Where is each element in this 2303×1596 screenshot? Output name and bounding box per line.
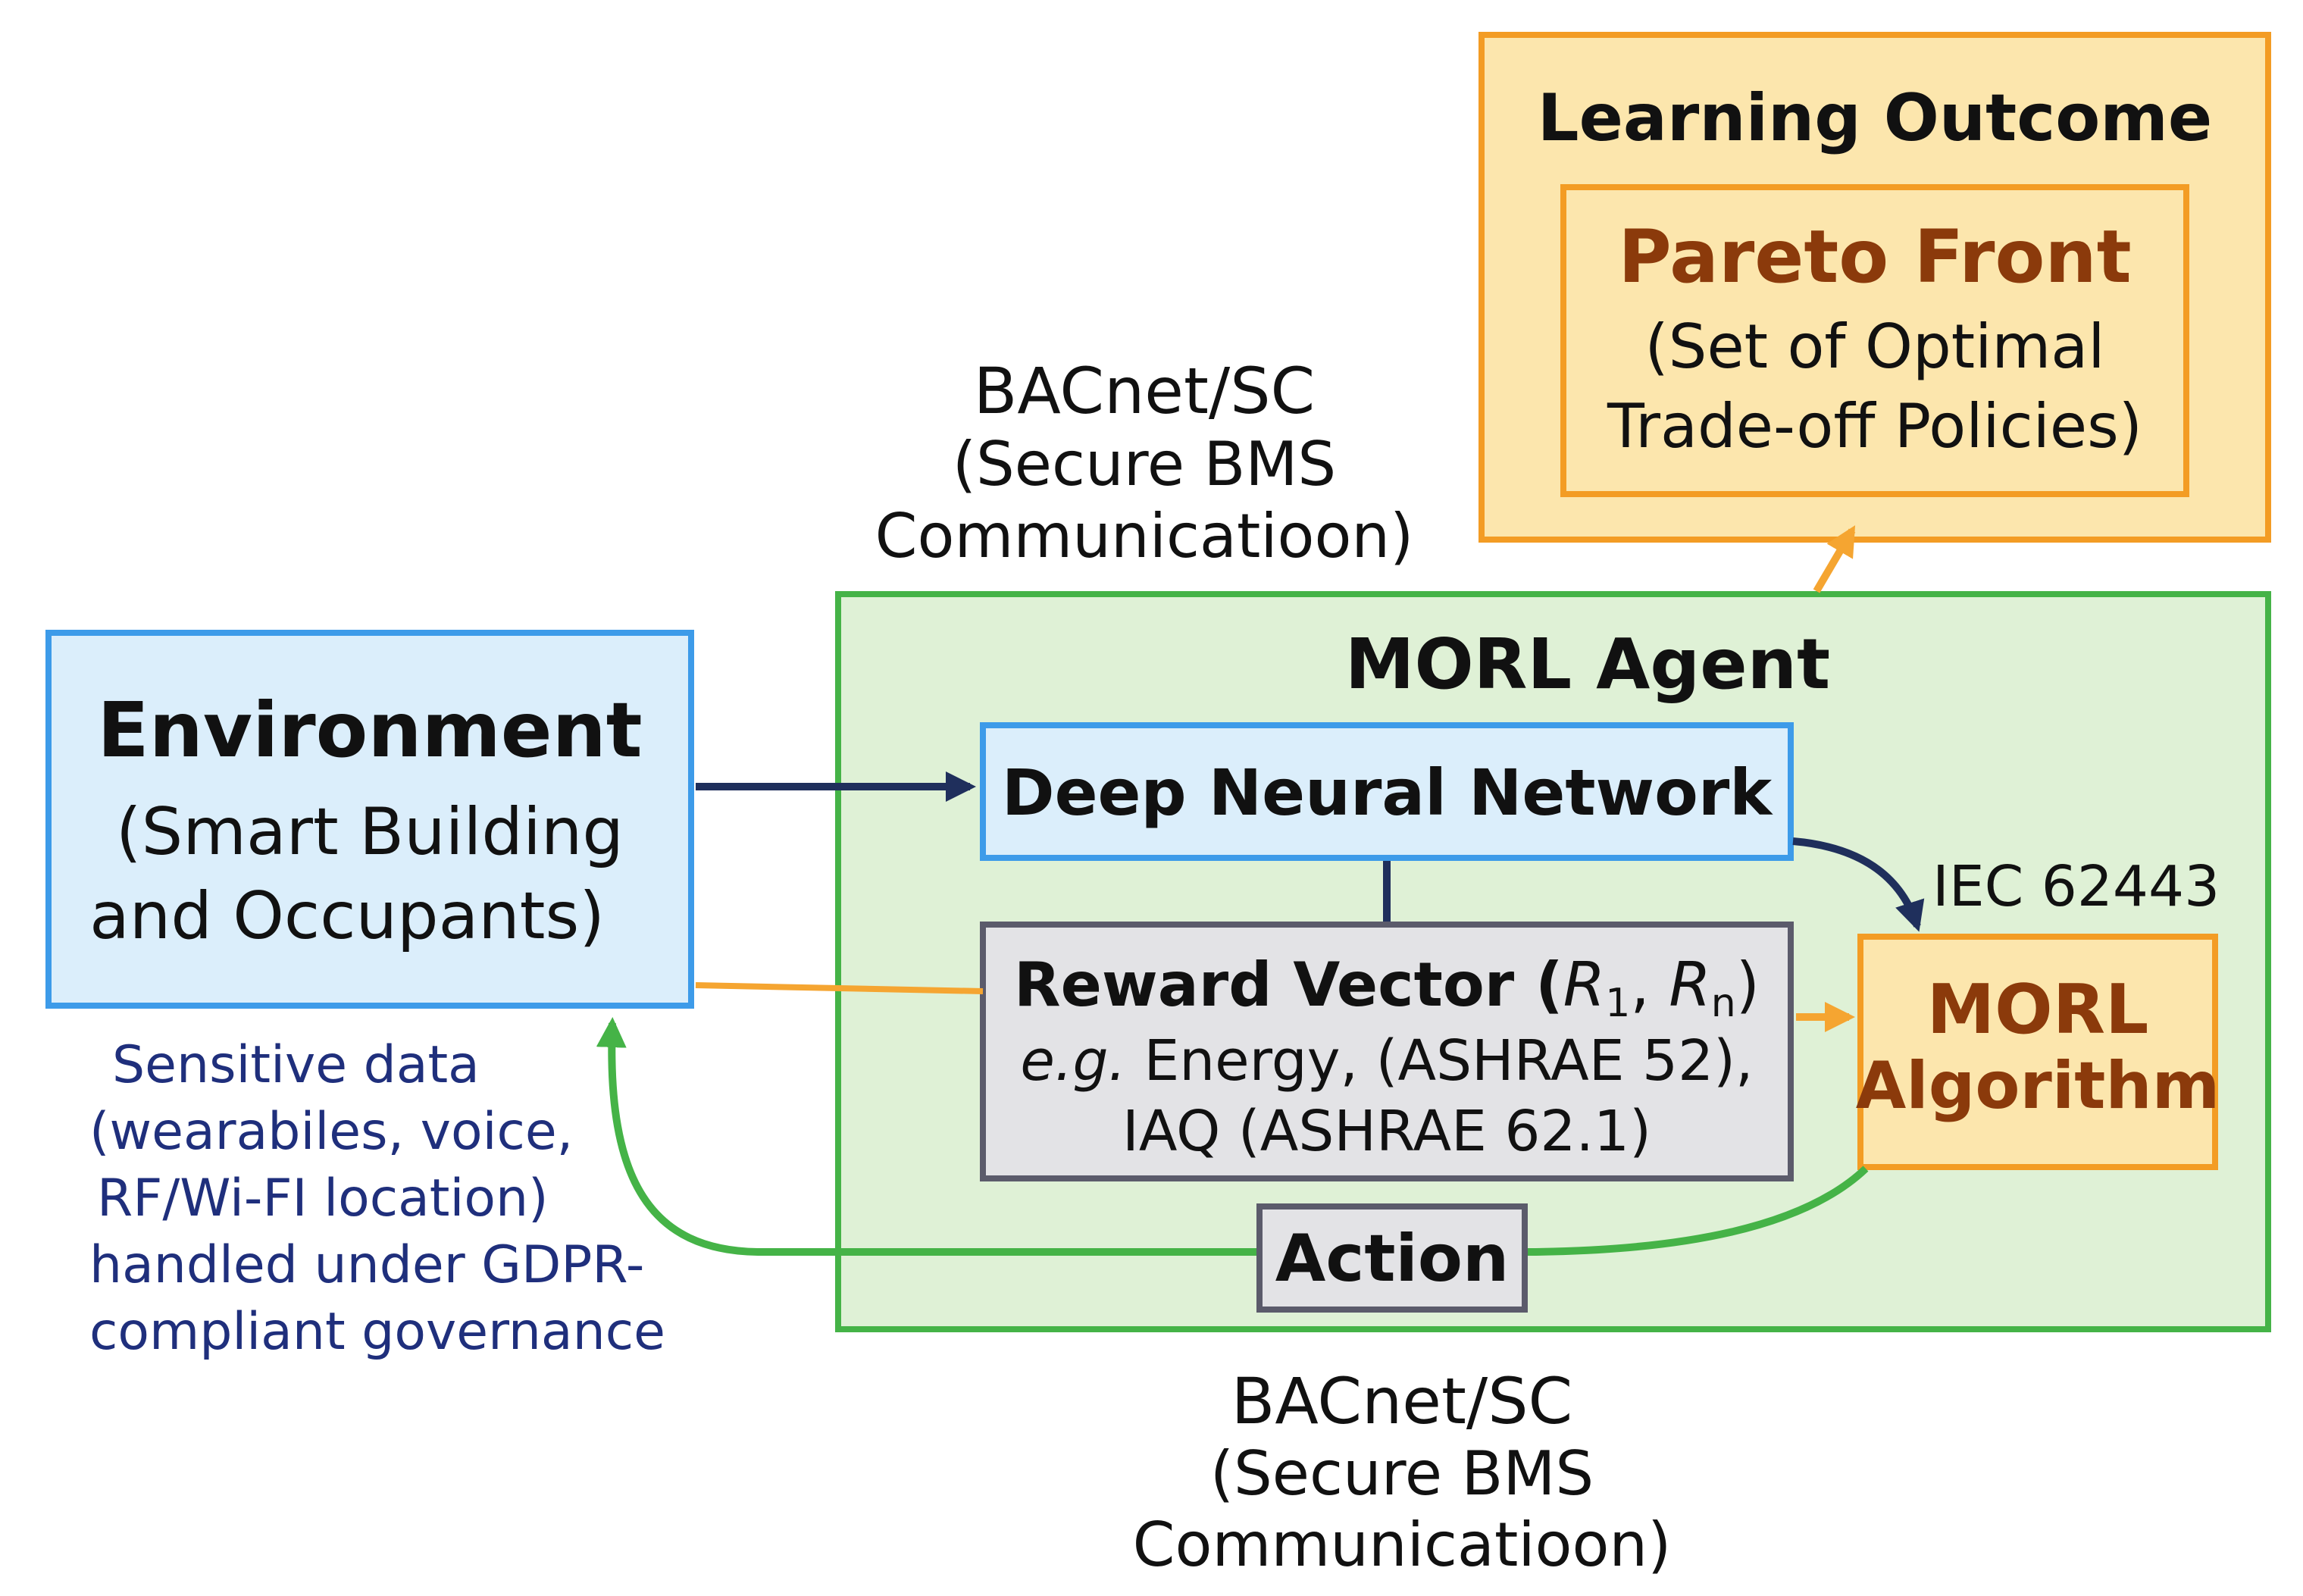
pareto-front-box [1560,184,2189,497]
environment-subtitle-line2: and Occupants) [89,878,605,954]
bacnet-top-line2: (Secure BMS [953,429,1336,499]
sensitive-note-line2: (wearabiles, voice, [89,1102,573,1162]
reward-vector-line3: IAQ (ASHRAE 62.1) [1122,1099,1651,1164]
sensitive-note-line3: RF/Wi-FI location) [97,1169,549,1228]
morl-algorithm-line2: Algorithm [1856,1048,2220,1124]
reward-vector-title: Reward Vector (R1, Rn) [1014,950,1760,1026]
pareto-front-line2: Trade-off Policies) [1607,391,2142,462]
action-label: Action [1275,1221,1509,1297]
learning-outcome-title: Learning Outcome [1538,80,2212,156]
environment-subtitle-line1: (Smart Building [116,794,624,870]
action-feedback-arrow [596,1017,1869,1256]
environment-box [45,630,694,1009]
reward-vector-line2: e.g. Energy, (ASHRAE 52), [1020,1028,1753,1094]
environment-title: Environment [97,686,642,775]
action-box [1256,1203,1528,1313]
sensitive-note-line1: Sensitive data [112,1035,480,1095]
bacnet-bottom-line1: BACnet/SC [1231,1364,1572,1438]
bacnet-bottom-line3: Communicatioon) [1133,1510,1672,1580]
morl-algorithm-line1: MORL [1927,970,2149,1050]
agent-to-outcome-arrow [1813,525,1856,593]
morl-algorithm-box [1857,934,2218,1170]
bacnet-top-line3: Communicatioon) [875,501,1414,571]
sensitive-note-line4: handled under GDPR- [89,1235,644,1295]
dnn-to-algorithm-arrow [1792,837,1925,932]
iec-label: IEC 62443 [1932,854,2220,919]
reward-vector-box [980,922,1794,1181]
sensitive-note-line5: compliant governance [89,1302,665,1362]
dnn-box [980,722,1794,861]
bacnet-bottom-line2: (Secure BMS [1210,1438,1594,1509]
env-reward-link [695,982,984,994]
morl-agent-title: MORL Agent [1345,624,1830,705]
pareto-front-line1: (Set of Optimal [1644,311,2104,382]
bacnet-top-line1: BACnet/SC [974,354,1315,428]
dnn-label: Deep Neural Network [1002,756,1773,830]
pareto-front-title: Pareto Front [1618,214,2131,299]
